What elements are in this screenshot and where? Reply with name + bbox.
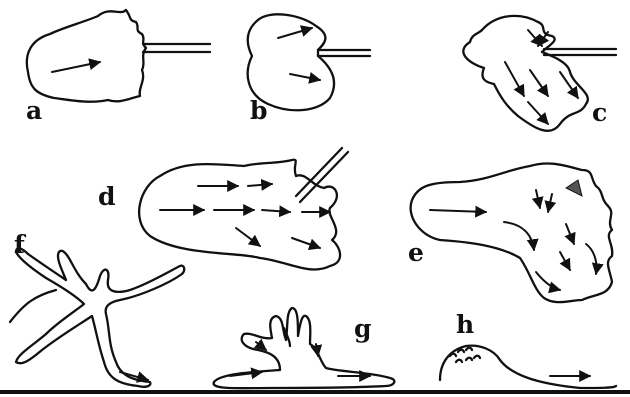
panel-a-cell bbox=[27, 10, 210, 102]
panel-label-g: g bbox=[354, 316, 371, 341]
panel-label-h: h bbox=[456, 312, 474, 337]
panel-label-e: e bbox=[408, 240, 424, 265]
panel-d-cell bbox=[139, 148, 348, 270]
panel-label-a: a bbox=[26, 98, 42, 123]
panel-e-cell bbox=[411, 163, 613, 302]
panel-f-cell bbox=[10, 248, 184, 386]
panel-label-d: d bbox=[98, 184, 115, 209]
panel-label-f: f bbox=[14, 232, 25, 257]
panel-h-cell bbox=[440, 346, 616, 388]
panel-label-b: b bbox=[250, 98, 267, 123]
panel-label-c: c bbox=[592, 100, 607, 125]
